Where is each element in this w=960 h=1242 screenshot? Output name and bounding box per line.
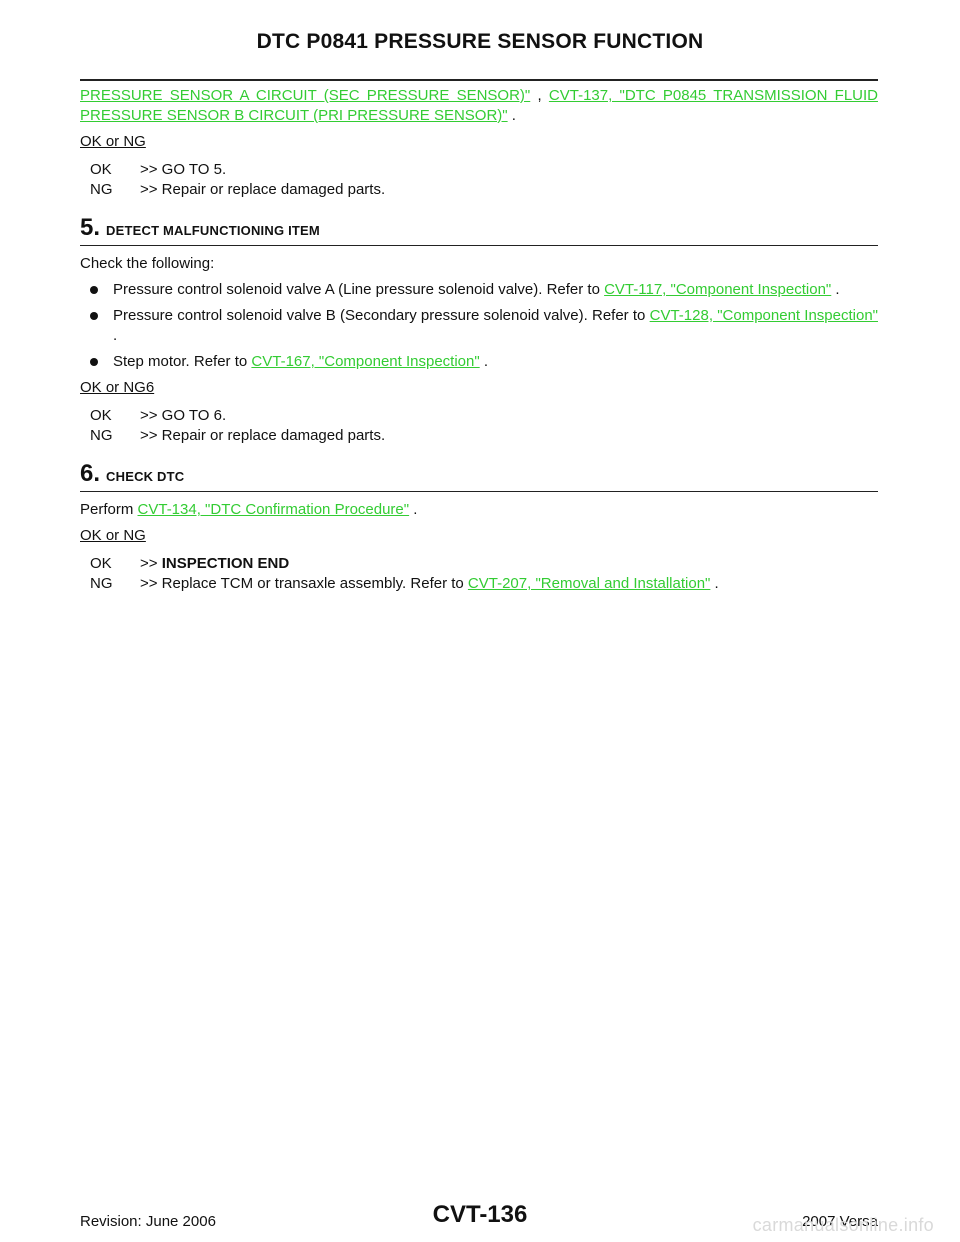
result-text: >> Repair or replace damaged parts. [140,427,386,444]
list-item-text: Pressure control solenoid valve B (Secon… [113,307,650,324]
result-end: . [710,575,719,592]
title-rule [80,79,878,81]
intro-end: . [507,107,516,124]
result-code: NG [90,181,113,198]
page-title: DTC P0841 PRESSURE SENSOR FUNCTION [256,30,704,53]
document-body: PRESSURE SENSOR A CIRCUIT (SEC PRESSURE … [80,86,878,594]
list-item: Pressure control solenoid valve B (Secon… [80,306,878,346]
result-table: OK >> GO TO 6. NG >> Repair or replace d… [90,406,385,446]
intro-separator: , [530,87,549,104]
okng-label: OK or NG [80,527,146,544]
watermark: carmanualsonline.info [752,1215,934,1235]
result-text: >> GO TO 6. [140,407,227,424]
step-6-heading: 6. CHECK DTC [80,460,878,492]
link-sec-pressure-sensor[interactable]: PRESSURE SENSOR A CIRCUIT (SEC PRESSURE … [80,87,531,104]
list-item: Step motor. Refer to CVT-167, "Component… [80,352,878,372]
result-code: OK [90,555,112,572]
result-row: NG >> Replace TCM or transaxle assembly.… [90,574,719,594]
step-5-lead: Check the following: [80,255,215,272]
footer-page-number: CVT-136 [432,1201,528,1228]
bullet-icon [90,358,98,366]
result-row: OK >> GO TO 6. [90,406,385,426]
intro-paragraph: PRESSURE SENSOR A CIRCUIT (SEC PRESSURE … [80,86,878,126]
result-code: OK [90,407,112,424]
list-item-end: . [113,327,118,344]
result-row: OK >> GO TO 5. [90,160,385,180]
link-cvt-137[interactable]: CVT-137, "DTC P0845 TRANSMISSION FLUID P… [80,87,878,124]
result-text: >> GO TO 5. [140,161,227,178]
result-text: >> Replace TCM or transaxle assembly. Re… [140,574,719,594]
result-text: >> Repair or replace damaged parts. [140,181,386,198]
link-cvt-117[interactable]: CVT-117, "Component Inspection" [604,281,832,298]
result-row: NG >> Repair or replace damaged parts. [90,180,385,200]
step-number: 6. [80,460,101,487]
result-prefix: >> [140,555,162,572]
result-table: OK >> INSPECTION END NG >> Replace TCM o… [90,554,719,594]
list-item-text: Pressure control solenoid valve A (Line … [113,281,605,298]
okng-label: OK or NG6 [80,379,155,396]
result-row: OK >> INSPECTION END [90,554,719,574]
list-item-end: . [479,353,489,370]
list-item-end: . [831,281,840,298]
step-number: 5. [80,214,101,241]
perform-end: . [409,501,418,518]
check-list: Pressure control solenoid valve A (Line … [80,280,878,372]
bullet-icon [90,312,98,320]
okng-label: OK or NG [80,133,146,150]
result-code: NG [90,575,113,592]
step-5-heading: 5. DETECT MALFUNCTIONING ITEM [80,214,878,246]
list-item: Pressure control solenoid valve A (Line … [80,280,878,300]
result-table: OK >> GO TO 5. NG >> Repair or replace d… [90,160,385,200]
link-cvt-167[interactable]: CVT-167, "Component Inspection" [251,353,480,370]
step-6-paragraph: Perform CVT-134, "DTC Confirmation Proce… [80,500,878,520]
step-title: DETECT MALFUNCTIONING ITEM [106,223,320,238]
result-code: NG [90,427,113,444]
footer-model: 2007 Versa [802,1213,878,1230]
inspection-end-label: INSPECTION END [161,555,290,572]
link-cvt-128[interactable]: CVT-128, "Component Inspection" [649,307,878,324]
result-text: >> INSPECTION END [140,554,719,574]
perform-text: Perform [80,501,138,518]
result-code: OK [90,161,112,178]
bullet-icon [90,286,98,294]
list-item-text: Step motor. Refer to [113,353,252,370]
result-text-prefix: >> Replace TCM or transaxle assembly. Re… [140,575,468,592]
result-row: NG >> Repair or replace damaged parts. [90,426,385,446]
link-cvt-134[interactable]: CVT-134, "DTC Confirmation Procedure" [137,501,410,518]
footer-revision: Revision: June 2006 [80,1213,216,1230]
link-cvt-207[interactable]: CVT-207, "Removal and Installation" [467,575,711,592]
step-title: CHECK DTC [106,469,185,484]
